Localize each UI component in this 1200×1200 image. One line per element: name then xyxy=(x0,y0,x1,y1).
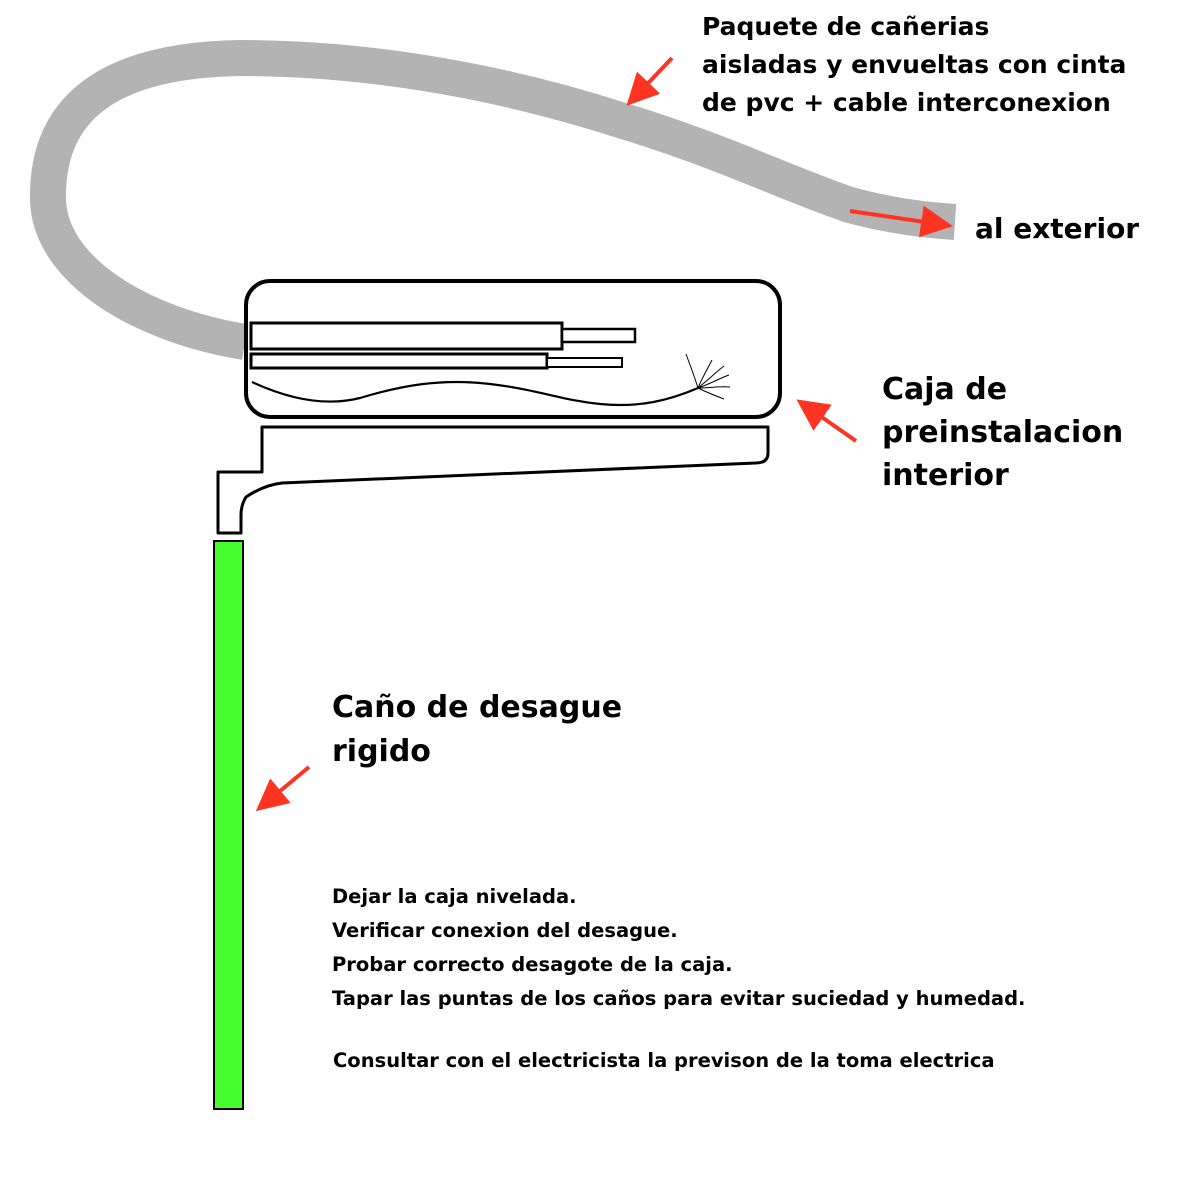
install-box-label: Caja de preinstalacion interior xyxy=(882,368,1123,497)
inner-pipe-small xyxy=(249,352,549,370)
instructions-list: Dejar la caja nivelada. Verificar conexi… xyxy=(332,880,1025,1016)
cable-wire-strands xyxy=(685,353,731,400)
instruction-item: Dejar la caja nivelada. xyxy=(332,885,577,908)
pipe-bundle-label: Paquete de cañerias aisladas y envueltas… xyxy=(702,8,1126,122)
inner-pipe-large xyxy=(249,321,564,351)
drain-pipe-label-line1: Caño de desague xyxy=(332,690,623,725)
inner-pipe-large-end xyxy=(560,327,637,344)
exterior-label: al exterior xyxy=(975,212,1140,245)
drain-tray xyxy=(216,425,770,535)
drain-pipe-label: Caño de desague rigido xyxy=(332,686,622,774)
arrow-to-install-box xyxy=(796,399,858,443)
arrow-to-exterior xyxy=(849,205,953,238)
arrow-to-drain-pipe xyxy=(255,765,311,812)
electrician-note: Consultar con el electricista la previso… xyxy=(333,1049,995,1072)
inner-pipe-small-end xyxy=(546,357,623,368)
instruction-item: Verificar conexion del desague. xyxy=(332,919,678,942)
install-box-label-line3: interior xyxy=(882,458,1009,493)
instruction-item: Probar correcto desagote de la caja. xyxy=(332,953,733,976)
pipe-bundle xyxy=(29,39,957,360)
drain-pipe-label-line2: rigido xyxy=(332,734,431,769)
pipe-bundle-label-line1: Paquete de cañerias xyxy=(702,12,990,41)
pipe-bundle-label-line3: de pvc + cable interconexion xyxy=(702,88,1111,117)
install-box-label-line2: preinstalacion xyxy=(882,415,1124,450)
interconnection-cable xyxy=(251,380,699,407)
instruction-item: Tapar las puntas de los caños para evita… xyxy=(332,987,1026,1010)
drain-pipe xyxy=(213,540,244,1110)
install-box-label-line1: Caja de xyxy=(882,372,1008,407)
arrow-to-pipe-bundle xyxy=(626,56,674,106)
pipe-bundle-label-line2: aisladas y envueltas con cinta xyxy=(702,50,1127,79)
